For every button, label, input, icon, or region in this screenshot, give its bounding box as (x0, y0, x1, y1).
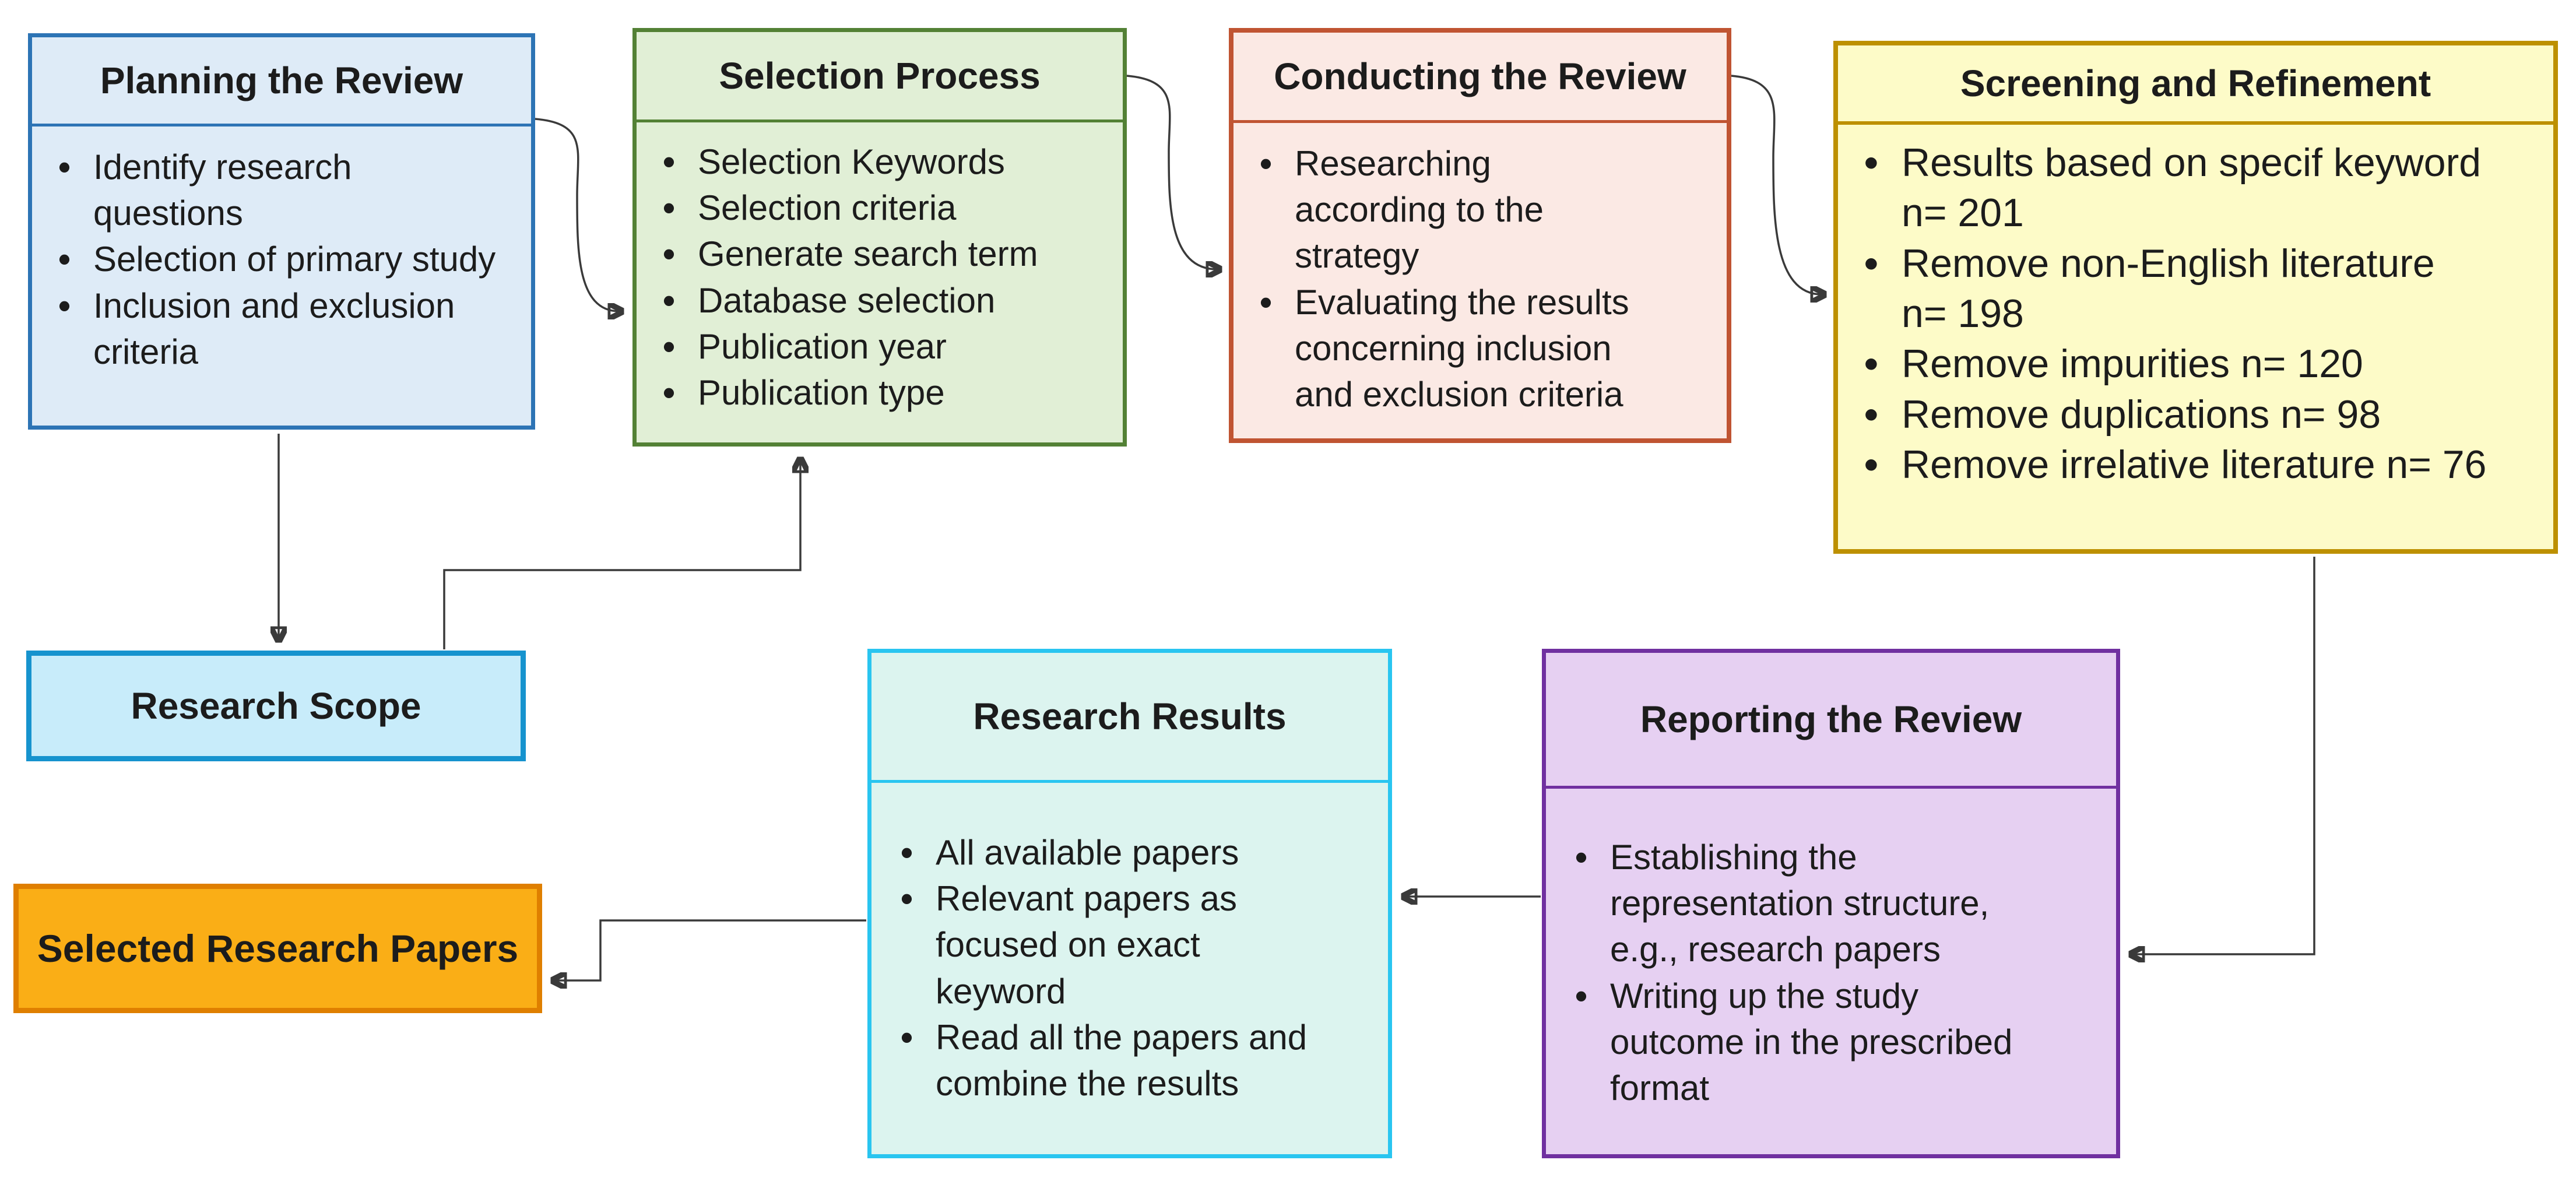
selection-list: Selection Keywords Selection criteria Ge… (637, 122, 1123, 416)
selected-research-papers-title: Selected Research Papers (37, 927, 519, 970)
screening-title: Screening and Refinement (1838, 45, 2553, 125)
list-item: Remove non-English literature n= 198 (1858, 238, 2510, 339)
list-item: Database selection (657, 277, 1099, 324)
list-item: Inclusion and exclusion criteria (52, 283, 505, 375)
research-results-list: All available papers Relevant papers as … (871, 783, 1388, 1106)
list-item: Remove duplications n= 98 (1858, 389, 2510, 440)
list-item: All available papers (895, 829, 1333, 876)
list-item: Generate search term (657, 231, 1099, 277)
selected-research-papers-box: Selected Research Papers (13, 884, 542, 1013)
research-results-title: Research Results (871, 653, 1388, 783)
screening-list: Results based on specif keyword n= 201 R… (1838, 125, 2553, 490)
connector-screening-to-reporting (2134, 557, 2315, 954)
list-item: Identify research questions (52, 144, 505, 236)
list-item: Researching according to the strategy (1254, 140, 1639, 279)
connector-research-scope-to-selection (443, 462, 800, 649)
list-item: Publication year (657, 324, 1099, 370)
list-item: Selection of primary study (52, 236, 505, 282)
list-item: Selection criteria (657, 185, 1099, 231)
list-item: Remove irrelative literature n= 76 (1858, 440, 2510, 490)
conducting-list: Researching according to the strategy Ev… (1233, 123, 1727, 417)
research-results-box: Research Results All available papers Re… (867, 649, 1392, 1158)
conducting-the-review-box: Conducting the Review Researching accord… (1229, 28, 1731, 443)
planning-the-review-box: Planning the Review Identify research qu… (28, 33, 535, 430)
list-item: Publication type (657, 370, 1099, 416)
reporting-title: Reporting the Review (1546, 653, 2116, 789)
conducting-title: Conducting the Review (1233, 33, 1727, 123)
planning-list: Identify research questions Selection of… (32, 126, 531, 375)
selection-process-box: Selection Process Selection Keywords Sel… (632, 28, 1127, 447)
connector-selection-to-conducting (1126, 75, 1217, 269)
screening-and-refinement-box: Screening and Refinement Results based o… (1833, 41, 2558, 554)
reporting-list: Establishing the representation structur… (1546, 789, 2116, 1111)
list-item: Writing up the study outcome in the pres… (1569, 973, 2043, 1112)
research-scope-box: Research Scope (26, 651, 526, 761)
list-item: Remove impurities n= 120 (1858, 339, 2510, 389)
list-item: Read all the papers and combine the resu… (895, 1014, 1333, 1106)
list-item: Relevant papers as focused on exact keyw… (895, 876, 1333, 1014)
list-item: Establishing the representation structur… (1569, 834, 2043, 973)
planning-title: Planning the Review (32, 37, 531, 126)
connector-conducting-to-screening (1731, 75, 1822, 294)
connector-research-results-to-selected-papers (556, 919, 866, 980)
connector-planning-to-selection (535, 118, 619, 311)
list-item: Results based on specif keyword n= 201 (1858, 138, 2510, 238)
selection-title: Selection Process (637, 32, 1123, 122)
list-item: Selection Keywords (657, 139, 1099, 185)
reporting-the-review-box: Reporting the Review Establishing the re… (1542, 649, 2120, 1158)
research-scope-title: Research Scope (131, 685, 421, 727)
list-item: Evaluating the results concerning inclus… (1254, 279, 1639, 418)
